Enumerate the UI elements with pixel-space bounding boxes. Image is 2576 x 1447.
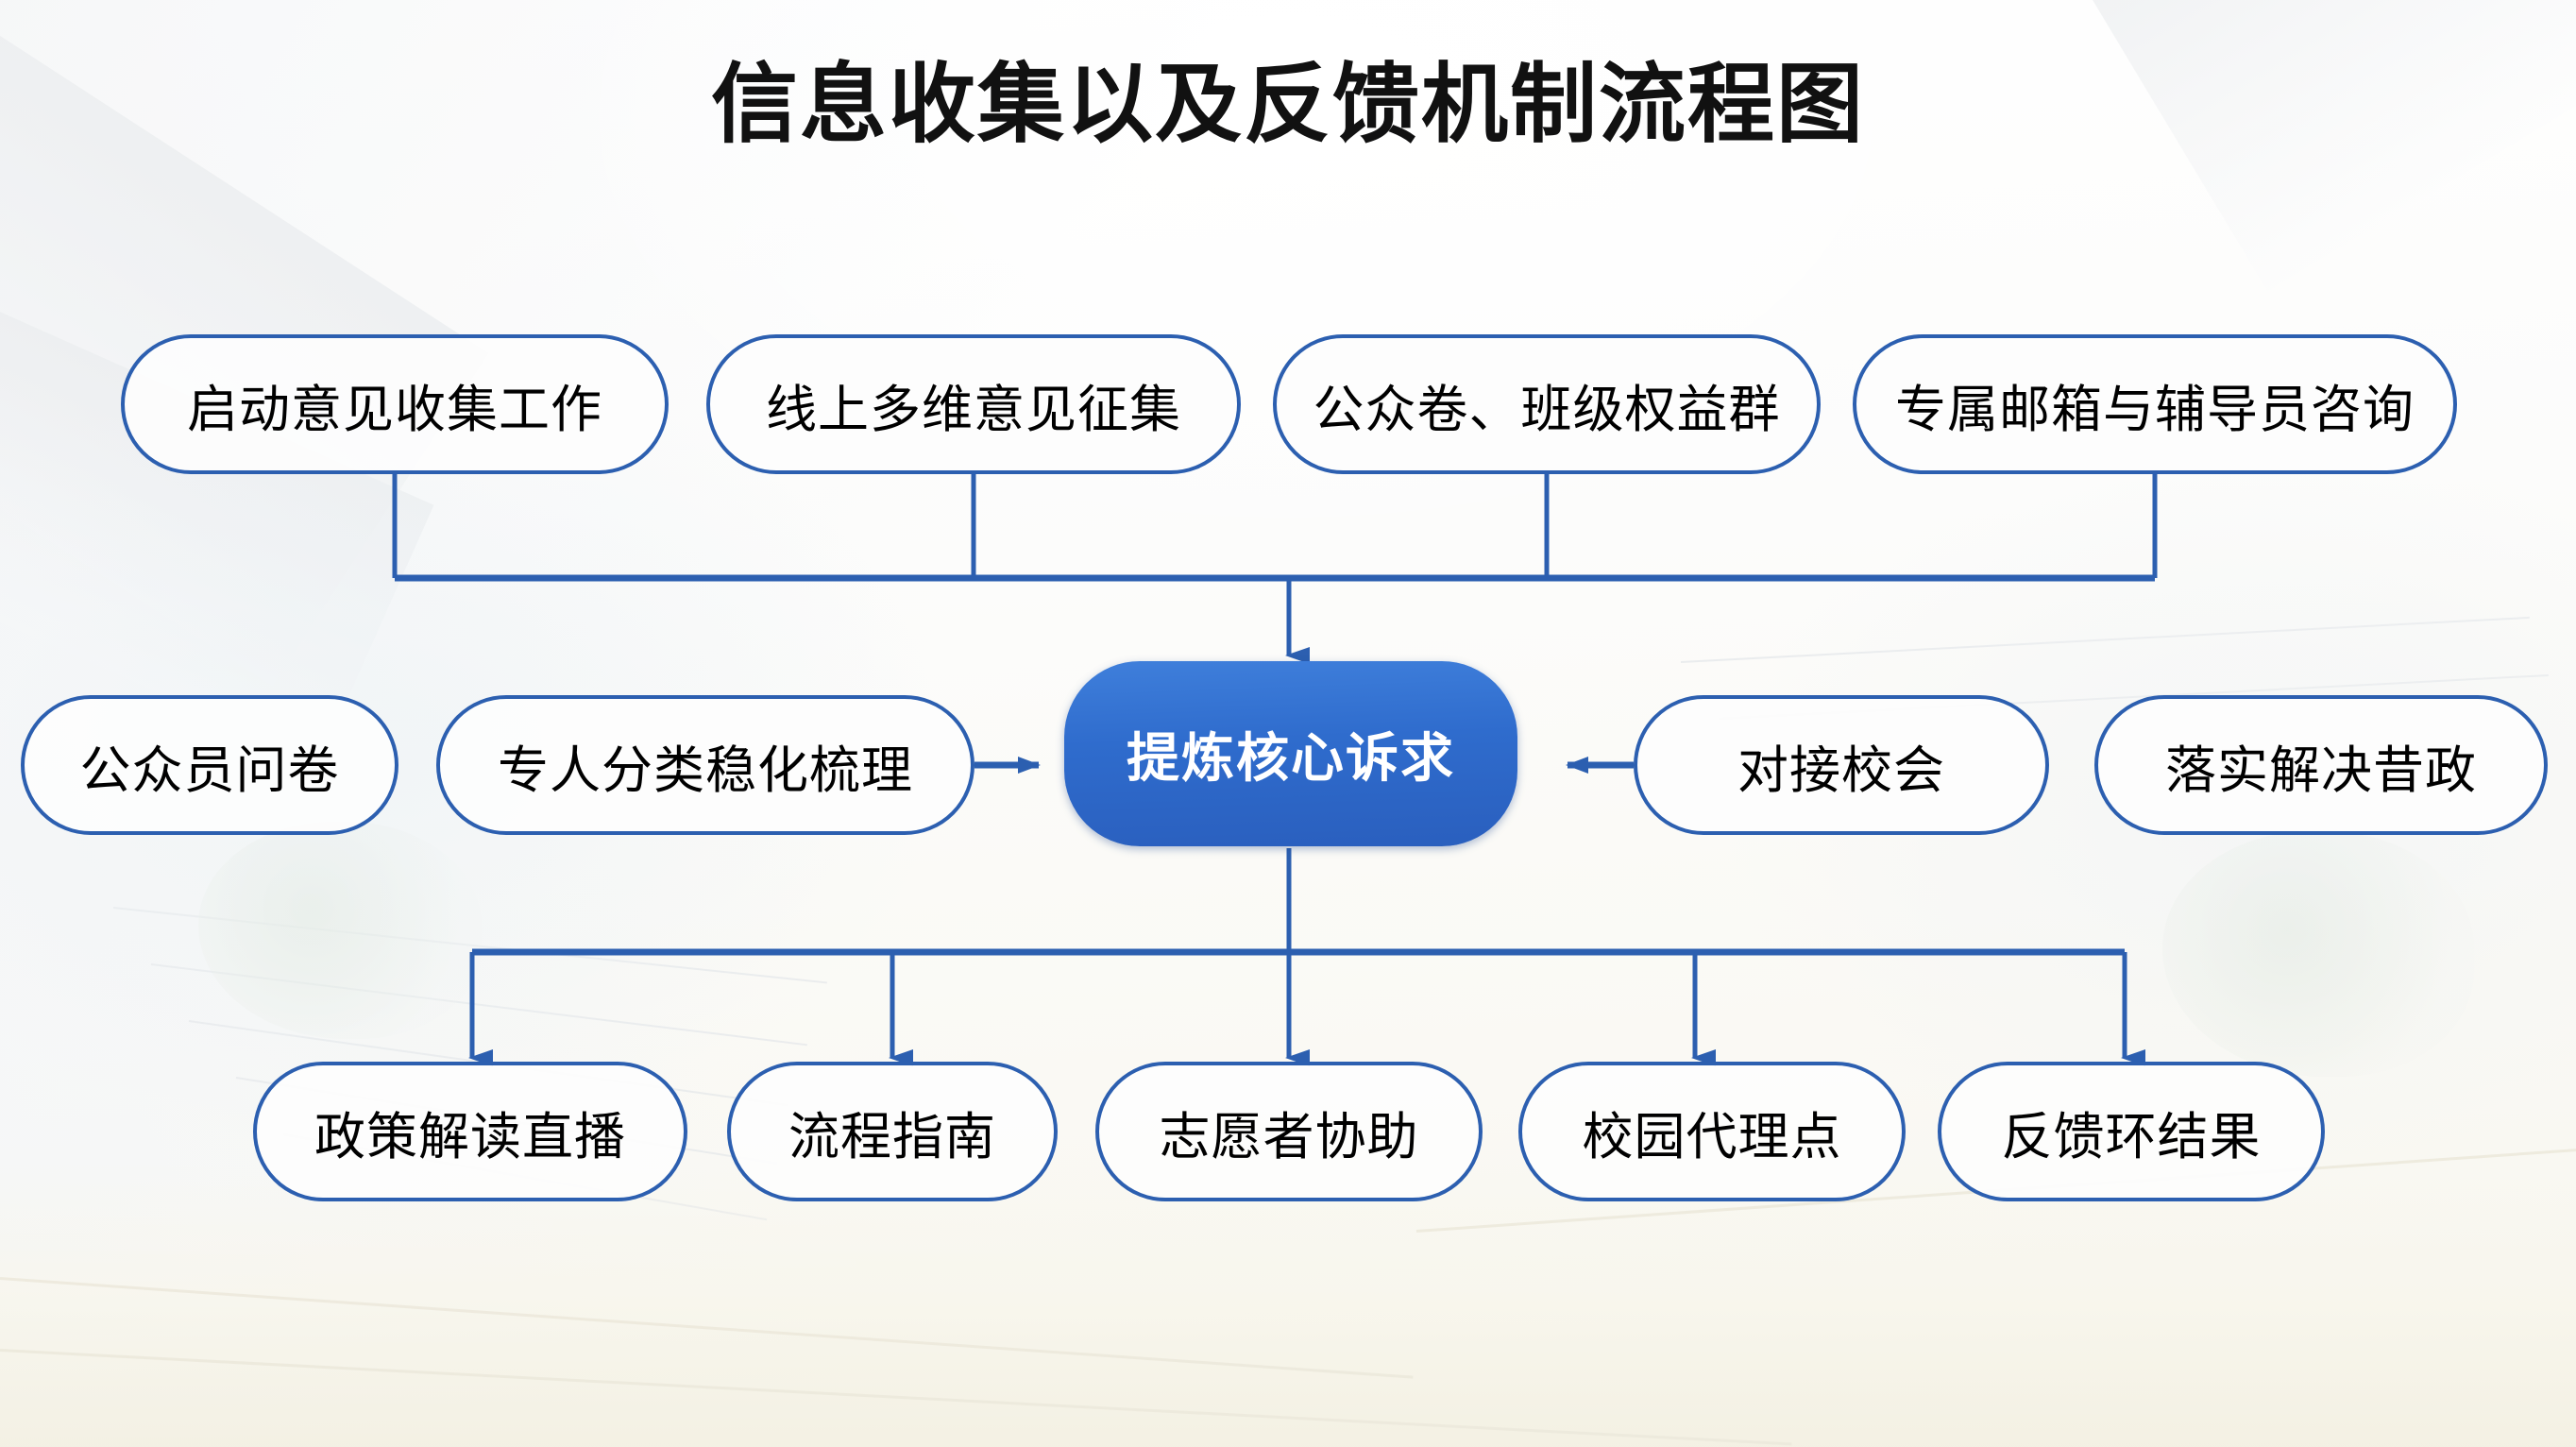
node-specialist-classification-sorting[interactable]: 专人分类稳化梳理 xyxy=(436,695,974,835)
node-policy-interpretation-livestream[interactable]: 政策解读直播 xyxy=(253,1062,687,1201)
node-label: 提炼核心诉求 xyxy=(1127,727,1455,788)
node-feedback-loop-result[interactable]: 反馈环结果 xyxy=(1938,1062,2325,1201)
page-title: 信息收集以及反馈机制流程图 xyxy=(710,57,1865,153)
node-implement-resolution[interactable]: 落实解决昔政 xyxy=(2094,695,2548,835)
node-label: 志愿者协助 xyxy=(1159,1108,1419,1166)
node-campus-agent-point[interactable]: 校园代理点 xyxy=(1518,1062,1906,1201)
node-label: 政策解读直播 xyxy=(314,1108,626,1166)
node-label: 专人分类稳化梳理 xyxy=(498,741,913,799)
node-label: 落实解决昔政 xyxy=(2165,741,2477,799)
node-label: 流程指南 xyxy=(788,1108,996,1166)
node-label: 公众员问卷 xyxy=(79,741,340,799)
node-label: 对接校会 xyxy=(1737,741,1945,799)
node-start-opinion-collection[interactable]: 启动意见收集工作 xyxy=(121,334,669,474)
node-label: 反馈环结果 xyxy=(2001,1108,2262,1166)
node-label: 校园代理点 xyxy=(1582,1108,1842,1166)
node-process-guide[interactable]: 流程指南 xyxy=(727,1062,1058,1201)
background-floor xyxy=(0,1144,2576,1447)
node-online-multidimensional-collection[interactable]: 线上多维意见征集 xyxy=(706,334,1241,474)
node-extract-core-demands[interactable]: 提炼核心诉求 xyxy=(1064,661,1517,846)
node-label: 专属邮箱与辅导员咨询 xyxy=(1895,381,2415,438)
node-label: 公众卷、班级权益群 xyxy=(1313,381,1781,438)
node-public-member-questionnaire[interactable]: 公众员问卷 xyxy=(21,695,398,835)
node-connect-student-union[interactable]: 对接校会 xyxy=(1634,695,2049,835)
node-volunteer-assistance[interactable]: 志愿者协助 xyxy=(1095,1062,1483,1201)
node-dedicated-mailbox-counselor[interactable]: 专属邮箱与辅导员咨询 xyxy=(1853,334,2457,474)
node-label: 线上多维意见征集 xyxy=(766,381,1181,438)
node-label: 启动意见收集工作 xyxy=(187,381,602,438)
node-public-survey-class-rights-group[interactable]: 公众卷、班级权益群 xyxy=(1273,334,1821,474)
